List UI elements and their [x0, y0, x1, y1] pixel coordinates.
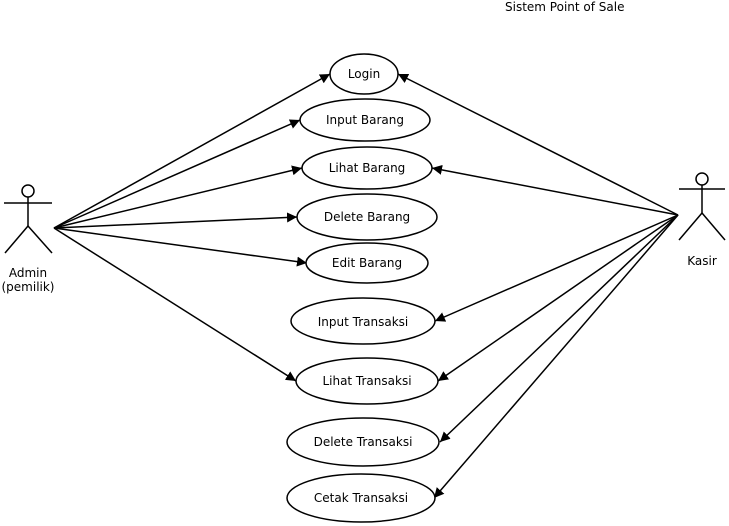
- use-case-lihat-transaksi-label: Lihat Transaksi: [322, 374, 411, 388]
- assoc-kasir-login: [397, 73, 679, 216]
- assoc-admin-edit-barang: [53, 227, 308, 267]
- actor-admin-label-line1: Admin: [8, 266, 48, 280]
- use-case-edit-barang-label: Edit Barang: [332, 256, 402, 270]
- actor-admin-head: [21, 184, 35, 198]
- use-case-cetak-transaksi-label: Cetak Transaksi: [314, 491, 408, 505]
- kasir-associations: [397, 73, 679, 499]
- use-case-lihat-barang[interactable]: Lihat Barang: [301, 146, 433, 190]
- use-case-delete-barang[interactable]: Delete Barang: [296, 193, 438, 241]
- assoc-kasir-lihat-barang: [431, 164, 679, 216]
- actor-kasir-label: Kasir: [687, 254, 717, 268]
- use-case-input-transaksi-label: Input Transaksi: [318, 315, 409, 329]
- assoc-admin-input-barang: [53, 119, 301, 229]
- use-case-delete-barang-label: Delete Barang: [324, 210, 410, 224]
- assoc-admin-delete-barang: [53, 212, 298, 229]
- actor-admin-label: Admin (pemilik): [0, 266, 56, 294]
- use-case-edit-barang[interactable]: Edit Barang: [305, 242, 429, 284]
- actor-kasir-leg-left: [678, 212, 703, 241]
- actor-kasir-head: [695, 172, 709, 186]
- admin-associations: [53, 73, 331, 382]
- assoc-kasir-delete-transaksi: [439, 214, 679, 443]
- actor-kasir[interactable]: [678, 172, 726, 241]
- actor-kasir-leg-right: [701, 212, 726, 241]
- use-case-login-label: Login: [348, 67, 380, 81]
- use-case-cetak-transaksi[interactable]: Cetak Transaksi: [286, 473, 436, 523]
- use-case-delete-transaksi-label: Delete Transaksi: [314, 435, 413, 449]
- assoc-admin-login: [53, 73, 331, 229]
- system-title: Sistem Point of Sale: [505, 0, 625, 14]
- use-case-lihat-transaksi[interactable]: Lihat Transaksi: [295, 357, 439, 405]
- assoc-kasir-cetak-transaksi: [433, 214, 679, 499]
- use-case-input-barang[interactable]: Input Barang: [299, 98, 431, 142]
- use-case-input-transaksi[interactable]: Input Transaksi: [290, 297, 436, 345]
- assoc-admin-lihat-transaksi: [53, 227, 297, 382]
- assoc-kasir-lihat-transaksi: [437, 214, 679, 382]
- use-case-input-barang-label: Input Barang: [326, 113, 404, 127]
- use-case-lihat-barang-label: Lihat Barang: [329, 161, 406, 175]
- use-case-delete-transaksi[interactable]: Delete Transaksi: [286, 417, 440, 467]
- actor-admin[interactable]: [4, 184, 53, 254]
- actor-admin-leg-right: [27, 225, 53, 254]
- actor-admin-label-line2: (pemilik): [1, 280, 55, 294]
- actor-admin-leg-left: [4, 225, 29, 254]
- assoc-kasir-input-transaksi: [434, 214, 679, 322]
- assoc-admin-lihat-barang: [53, 165, 303, 229]
- use-case-login[interactable]: Login: [329, 53, 399, 95]
